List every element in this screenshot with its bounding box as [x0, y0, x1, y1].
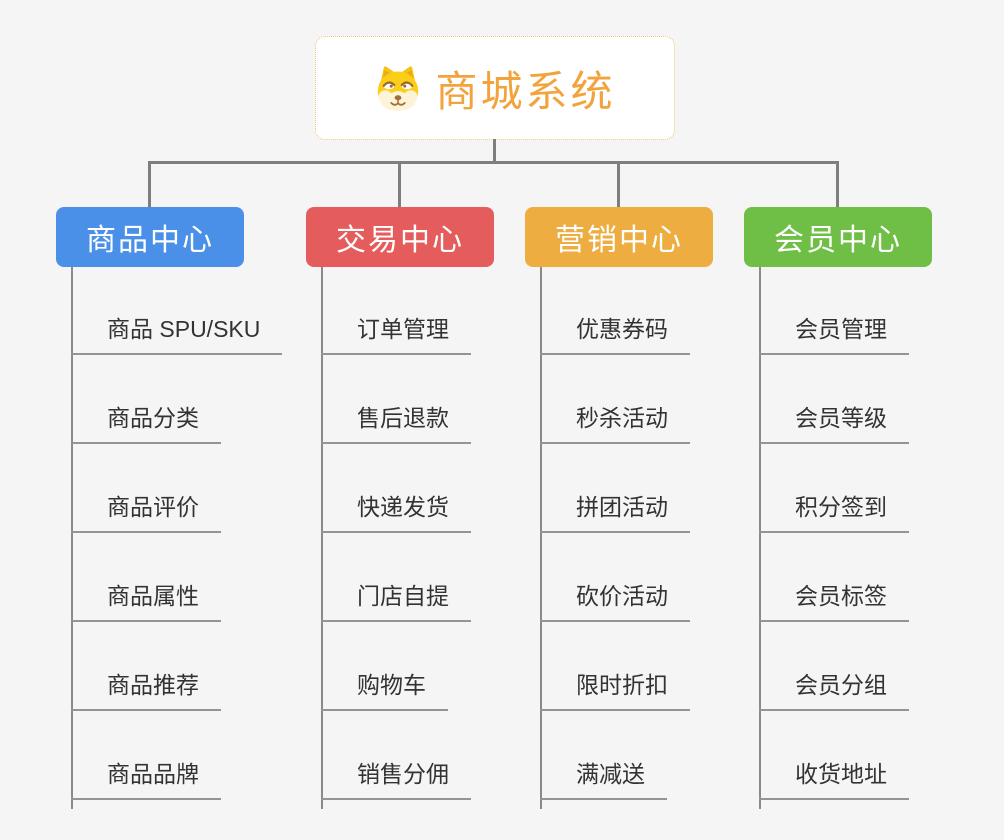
connector-drop	[398, 163, 401, 208]
tree-node: 会员标签	[744, 533, 996, 622]
tree-node: 收货地址	[744, 711, 996, 800]
tree-node: 积分签到	[744, 444, 996, 533]
branch-label: 商品中心	[86, 224, 214, 257]
branch-label: 会员中心	[774, 224, 902, 257]
tree-node-label[interactable]: 积分签到	[759, 488, 909, 533]
tree-node-label[interactable]: 商品 SPU/SKU	[71, 310, 283, 355]
branch: 交易中心 订单管理 售后退款 快递发货 门店自提 购物车 销售分佣	[306, 207, 558, 809]
connector-drop	[836, 163, 839, 208]
branch-header[interactable]: 营销中心	[525, 207, 713, 267]
tree-node: 会员等级	[744, 355, 996, 444]
tree-node-label[interactable]: 会员标签	[759, 577, 909, 622]
tree-node-label[interactable]: 会员分组	[759, 666, 909, 711]
tree-node: 门店自提	[306, 533, 558, 622]
tree-node: 商品分类	[56, 355, 308, 444]
branch: 会员中心 会员管理 会员等级 积分签到 会员标签 会员分组 收货地址	[744, 207, 996, 809]
tree-node-label[interactable]: 会员管理	[759, 310, 909, 355]
tree-node: 订单管理	[306, 267, 558, 355]
tree-node: 会员管理	[744, 267, 996, 355]
tree-node: 拼团活动	[525, 444, 777, 533]
tree-node-label[interactable]: 砍价活动	[540, 577, 690, 622]
branch-connector-line	[71, 267, 73, 809]
branch-connector-line	[321, 267, 323, 809]
tree-node: 满减送	[525, 711, 777, 800]
tree-node: 销售分佣	[306, 711, 558, 800]
tree-node-label[interactable]: 商品属性	[71, 577, 221, 622]
tree-node-label[interactable]: 会员等级	[759, 399, 909, 444]
tree-node-label[interactable]: 商品品牌	[71, 755, 221, 800]
tree-node: 购物车	[306, 622, 558, 711]
tree-node-label[interactable]: 优惠券码	[540, 310, 690, 355]
tree-node: 商品评价	[56, 444, 308, 533]
branch-header[interactable]: 会员中心	[744, 207, 932, 267]
branch-items: 订单管理 售后退款 快递发货 门店自提 购物车 销售分佣	[306, 267, 558, 800]
branch-items: 会员管理 会员等级 积分签到 会员标签 会员分组 收货地址	[744, 267, 996, 800]
tree-node-label[interactable]: 限时折扣	[540, 666, 690, 711]
doge-icon	[374, 64, 422, 112]
tree-node: 砍价活动	[525, 533, 777, 622]
tree-node-label[interactable]: 快递发货	[321, 488, 471, 533]
tree-node: 售后退款	[306, 355, 558, 444]
tree-node-label[interactable]: 销售分佣	[321, 755, 471, 800]
connector-drop	[148, 163, 151, 208]
tree-node: 秒杀活动	[525, 355, 777, 444]
connector-root-drop	[493, 139, 496, 163]
tree-node: 快递发货	[306, 444, 558, 533]
branch: 营销中心 优惠券码 秒杀活动 拼团活动 砍价活动 限时折扣 满减送	[525, 207, 777, 809]
tree-node-label[interactable]: 门店自提	[321, 577, 471, 622]
branch-items: 商品 SPU/SKU 商品分类 商品评价 商品属性 商品推荐 商品品牌	[56, 267, 308, 800]
branch-label: 营销中心	[555, 224, 683, 257]
branch-header[interactable]: 商品中心	[56, 207, 244, 267]
branch: 商品中心 商品 SPU/SKU 商品分类 商品评价 商品属性 商品推荐 商品品牌	[56, 207, 308, 809]
tree-node-label[interactable]: 满减送	[540, 755, 667, 800]
tree-node-label[interactable]: 商品评价	[71, 488, 221, 533]
tree-node: 商品品牌	[56, 711, 308, 800]
tree-node: 会员分组	[744, 622, 996, 711]
tree-node: 商品属性	[56, 533, 308, 622]
tree-node: 商品推荐	[56, 622, 308, 711]
branch-label: 交易中心	[336, 224, 464, 257]
tree-node-label[interactable]: 商品推荐	[71, 666, 221, 711]
tree-node-label[interactable]: 购物车	[321, 666, 448, 711]
tree-node-label[interactable]: 售后退款	[321, 399, 471, 444]
root-node[interactable]: 商城系统	[315, 36, 675, 140]
tree-node: 优惠券码	[525, 267, 777, 355]
branch-connector-line	[540, 267, 542, 809]
connector-drop	[617, 163, 620, 208]
tree-node-label[interactable]: 收货地址	[759, 755, 909, 800]
branch-header[interactable]: 交易中心	[306, 207, 494, 267]
tree-node-label[interactable]: 商品分类	[71, 399, 221, 444]
tree-node-label[interactable]: 拼团活动	[540, 488, 690, 533]
tree-node: 商品 SPU/SKU	[56, 267, 308, 355]
root-title: 商城系统	[435, 67, 616, 115]
branch-connector-line	[759, 267, 761, 809]
branch-items: 优惠券码 秒杀活动 拼团活动 砍价活动 限时折扣 满减送	[525, 267, 777, 800]
tree-node-label[interactable]: 订单管理	[321, 310, 471, 355]
tree-node: 限时折扣	[525, 622, 777, 711]
connector-bus	[148, 161, 839, 164]
tree-node-label[interactable]: 秒杀活动	[540, 399, 690, 444]
